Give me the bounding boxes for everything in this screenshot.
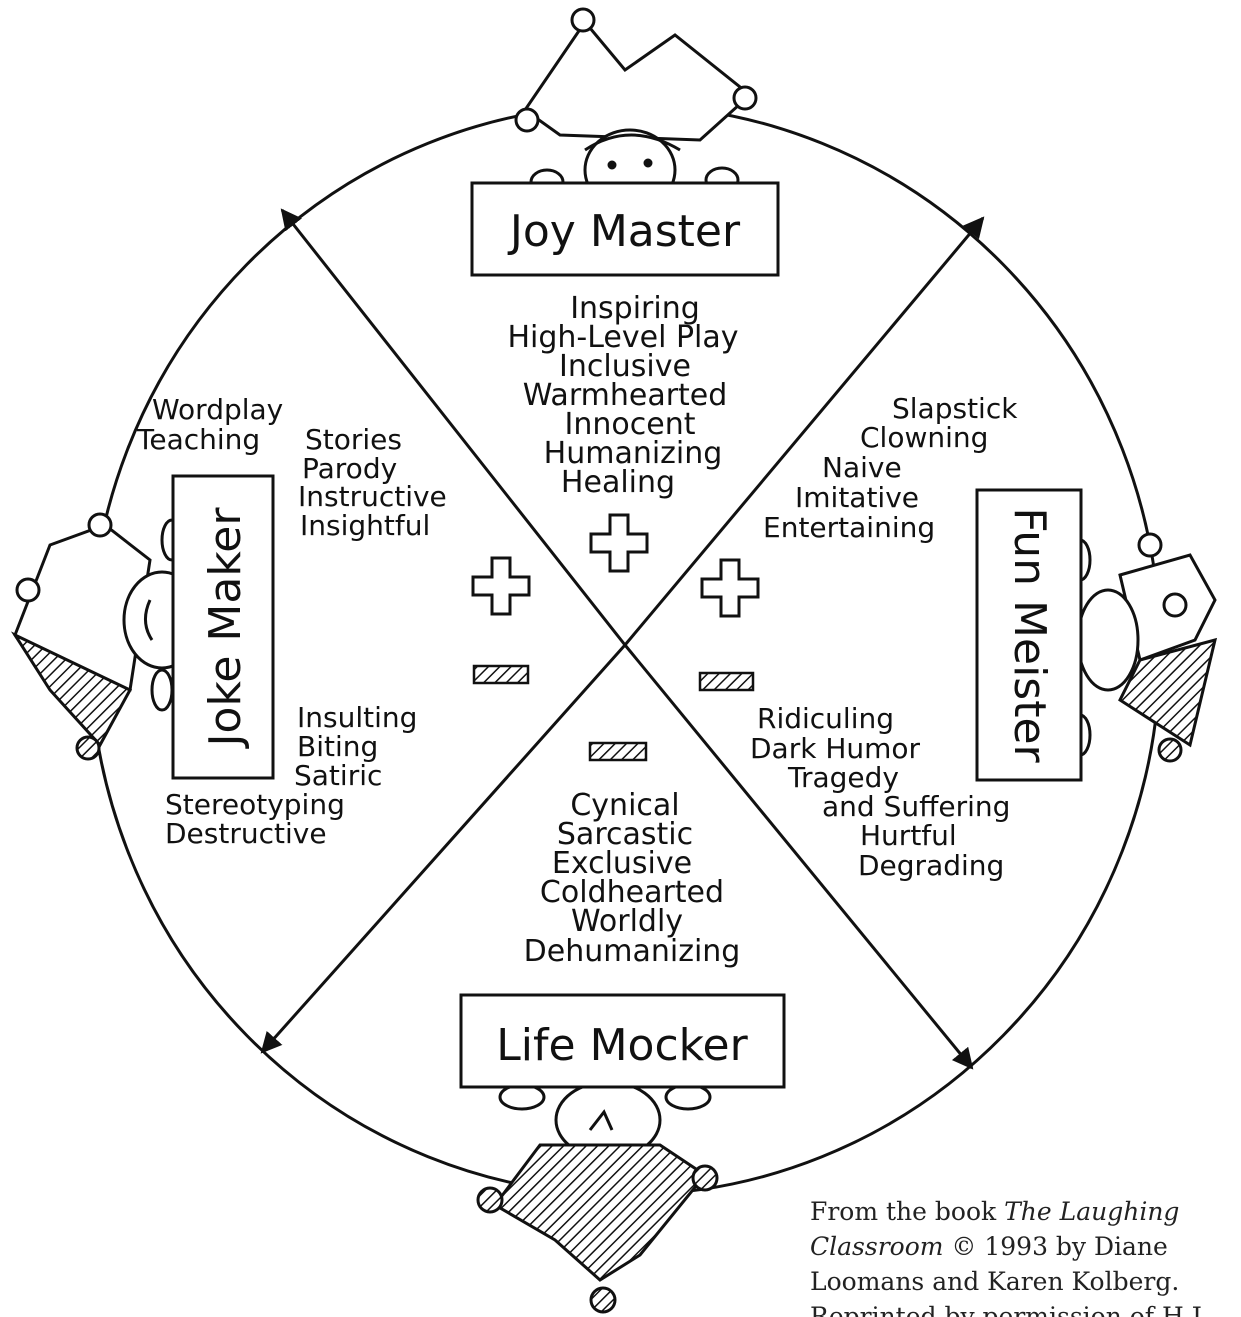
jester-top-illustration <box>516 9 756 210</box>
word-naive: Naive <box>822 451 902 484</box>
fun-meister-label: Fun Meister <box>1004 507 1055 763</box>
word-imitative: Imitative <box>795 481 919 514</box>
plus-sign-right <box>702 560 758 616</box>
joke-maker-sign: Joke Maker <box>173 476 273 778</box>
word-insightful: Insightful <box>300 509 430 542</box>
word-destructive: Destructive <box>165 817 327 850</box>
word-dehumanizing: Dehumanizing <box>524 934 741 969</box>
life-mocker-sign: Life Mocker <box>461 995 784 1087</box>
minus-sign-right <box>700 673 753 690</box>
word-healing: Healing <box>561 465 675 500</box>
bottom-quadrant-words: Cynical Sarcastic Exclusive Coldhearted … <box>524 788 741 969</box>
joke-maker-label: Joke Maker <box>200 507 251 750</box>
plus-signs <box>473 515 758 616</box>
word-entertaining: Entertaining <box>763 511 935 544</box>
plus-sign-top <box>591 515 647 571</box>
word-ridiculing: Ridiculing <box>757 702 894 735</box>
life-mocker-label: Life Mocker <box>496 1020 748 1071</box>
word-clowning: Clowning <box>860 421 988 454</box>
word-teaching: Teaching <box>136 423 260 456</box>
right-negative-words: Ridiculing Dark Humor Tragedy and Suffer… <box>750 702 1010 882</box>
credit-prefix: From the book <box>810 1197 1004 1226</box>
joy-master-label: Joy Master <box>507 206 741 257</box>
word-degrading: Degrading <box>858 849 1004 882</box>
top-quadrant-words: Inspiring High-Level Play Inclusive Warm… <box>507 291 738 500</box>
word-hurtful: Hurtful <box>860 819 957 852</box>
minus-sign-left <box>474 666 528 683</box>
jester-right-illustration <box>1070 534 1215 761</box>
word-wordplay: Wordplay <box>152 393 283 426</box>
plus-sign-left <box>473 558 529 614</box>
jester-bottom-illustration <box>478 1082 717 1312</box>
minus-signs <box>474 666 753 760</box>
fun-meister-sign: Fun Meister <box>977 490 1081 780</box>
minus-sign-bottom <box>590 743 646 760</box>
credit-note: From the book The Laughing Classroom © 1… <box>810 1194 1230 1317</box>
joy-master-sign: Joy Master <box>472 183 778 275</box>
